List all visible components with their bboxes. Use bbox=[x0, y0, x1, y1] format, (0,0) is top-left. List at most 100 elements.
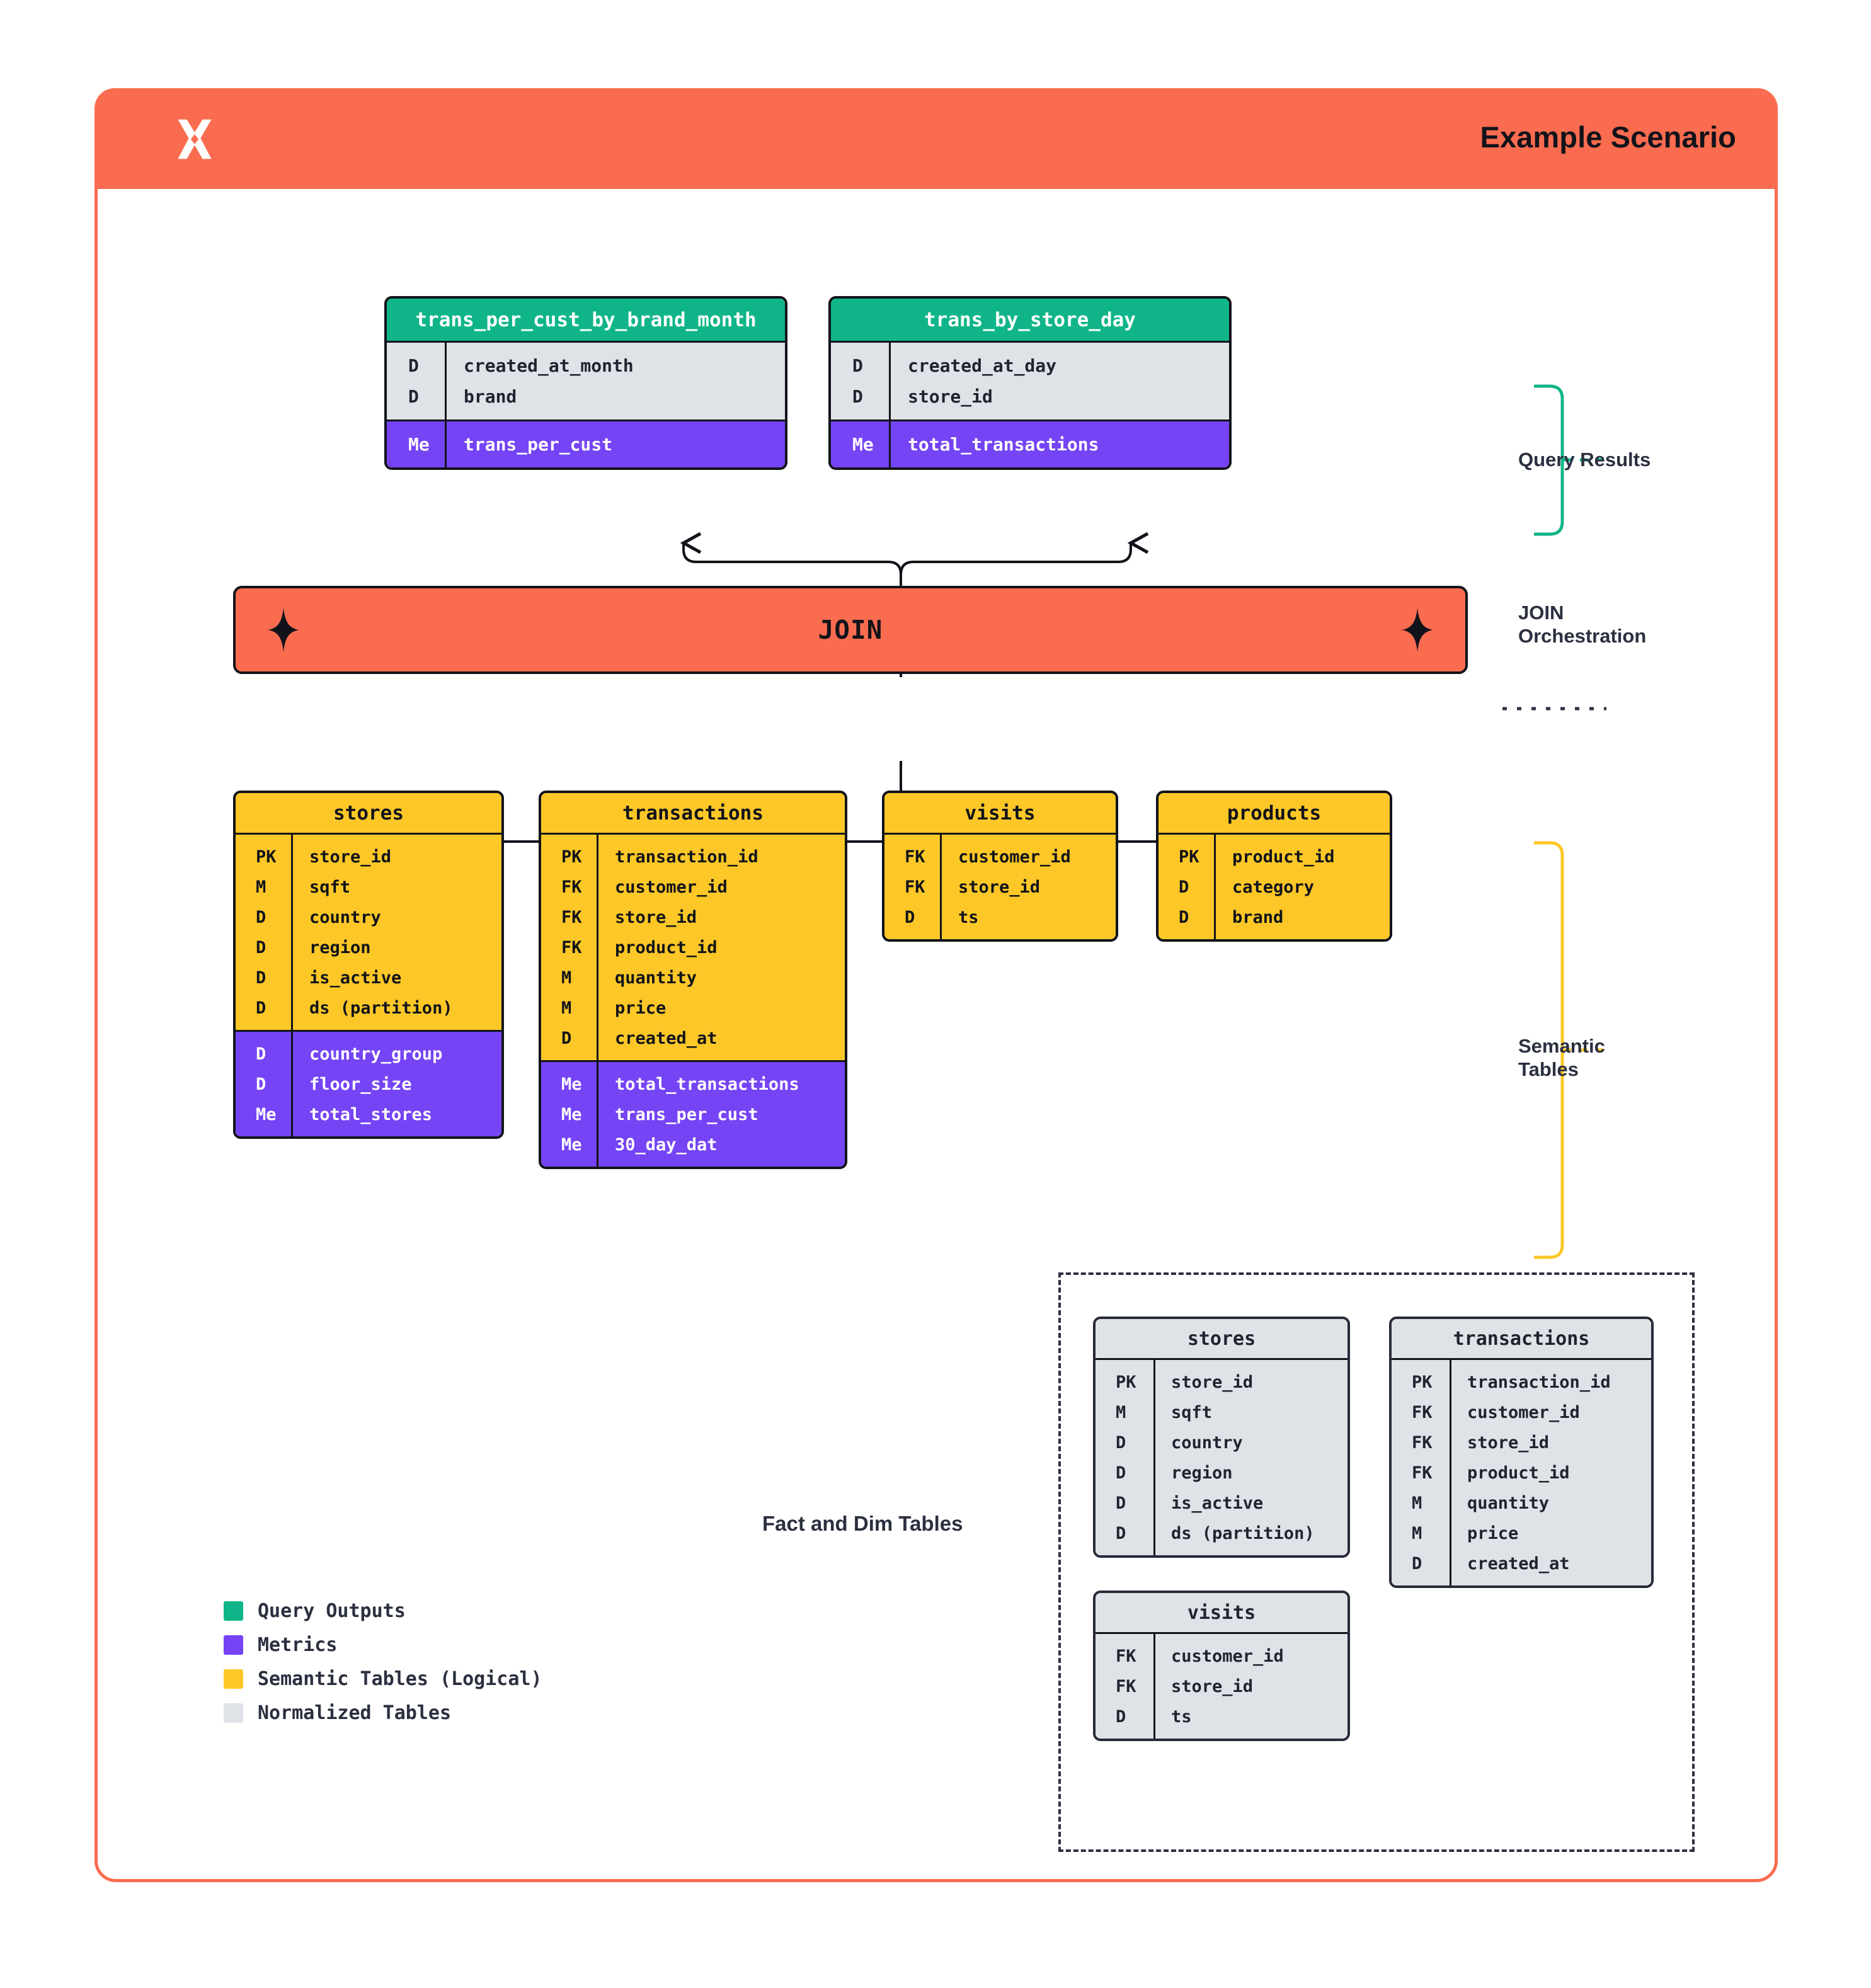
table-row: Me trans_per_cust bbox=[387, 429, 785, 460]
row-field: brand bbox=[1232, 907, 1284, 927]
row-field: region bbox=[309, 937, 371, 957]
query-result-table[interactable]: trans_per_cust_by_brand_month D created_… bbox=[384, 296, 787, 470]
table-row: PK transaction_id bbox=[541, 842, 845, 872]
divider bbox=[236, 1030, 501, 1032]
card-header: Example Scenario bbox=[94, 88, 1778, 189]
row-field: created_at_month bbox=[464, 355, 634, 376]
legend-label: Normalized Tables bbox=[258, 1701, 452, 1724]
row-key: D bbox=[1179, 907, 1189, 927]
legend-item: Normalized Tables bbox=[224, 1696, 542, 1730]
legend-swatch-query-outputs bbox=[224, 1601, 243, 1621]
divider bbox=[541, 833, 845, 835]
table-row: D created_at_day bbox=[831, 350, 1229, 381]
row-field: created_at_day bbox=[908, 355, 1057, 376]
row-field: store_id bbox=[309, 847, 392, 867]
join-orchestration-bar[interactable]: JOIN bbox=[233, 586, 1468, 674]
row-field: transaction_id bbox=[615, 847, 758, 867]
row-key: D bbox=[561, 1028, 572, 1048]
row-key: D bbox=[1412, 1553, 1422, 1574]
row-field: country bbox=[1171, 1432, 1243, 1453]
divider bbox=[831, 420, 1229, 421]
table-title: trans_by_store_day bbox=[831, 299, 1229, 341]
table-title: visits bbox=[1096, 1593, 1347, 1632]
join-label-line2: Orchestration bbox=[1518, 624, 1647, 647]
table-row: D created_at_month bbox=[387, 350, 785, 381]
row-field: category bbox=[1232, 877, 1315, 897]
row-field: product_id bbox=[1232, 847, 1335, 867]
fact-and-dim-label: Fact and Dim Tables bbox=[762, 1512, 963, 1535]
row-key: M bbox=[1412, 1493, 1422, 1513]
row-field: ds (partition) bbox=[309, 998, 453, 1018]
row-key: D bbox=[256, 1044, 266, 1064]
divider bbox=[1392, 1358, 1651, 1360]
dimension-section: D created_at_day D store_id bbox=[831, 343, 1229, 420]
example-scenario-card: Example Scenario bbox=[94, 88, 1778, 1882]
row-key: PK bbox=[1412, 1372, 1433, 1392]
row-key: PK bbox=[1179, 847, 1199, 867]
row-field: quantity bbox=[615, 968, 697, 988]
dimension-section: D created_at_month D brand bbox=[387, 343, 785, 420]
row-key: FK bbox=[905, 877, 925, 897]
row-field: store_id bbox=[1171, 1676, 1254, 1696]
sparkle-icon bbox=[1402, 608, 1433, 652]
sparkle-icon bbox=[268, 608, 299, 652]
row-field: is_active bbox=[1171, 1493, 1264, 1513]
row-field: price bbox=[1467, 1523, 1519, 1543]
row-key: M bbox=[1412, 1523, 1422, 1543]
row-key: FK bbox=[561, 877, 582, 897]
row-key: D bbox=[1179, 877, 1189, 897]
row-key: PK bbox=[1116, 1372, 1136, 1392]
row-field: trans_per_cust bbox=[615, 1104, 758, 1124]
row-field: total_transactions bbox=[908, 434, 1099, 455]
row-key: PK bbox=[561, 847, 582, 867]
table-row: D brand bbox=[387, 381, 785, 412]
row-field: sqft bbox=[1171, 1402, 1213, 1422]
row-key: D bbox=[1116, 1523, 1126, 1543]
legend-swatch-metrics bbox=[224, 1635, 243, 1655]
row-key: D bbox=[852, 386, 863, 407]
table-title: trans_per_cust_by_brand_month bbox=[387, 299, 785, 341]
table-row: PK product_id bbox=[1159, 842, 1390, 872]
row-field: total_stores bbox=[309, 1104, 433, 1124]
page-title: Example Scenario bbox=[1480, 120, 1736, 154]
query-result-table[interactable]: trans_by_store_day D created_at_day D st… bbox=[828, 296, 1232, 470]
row-field: product_id bbox=[1467, 1463, 1570, 1483]
